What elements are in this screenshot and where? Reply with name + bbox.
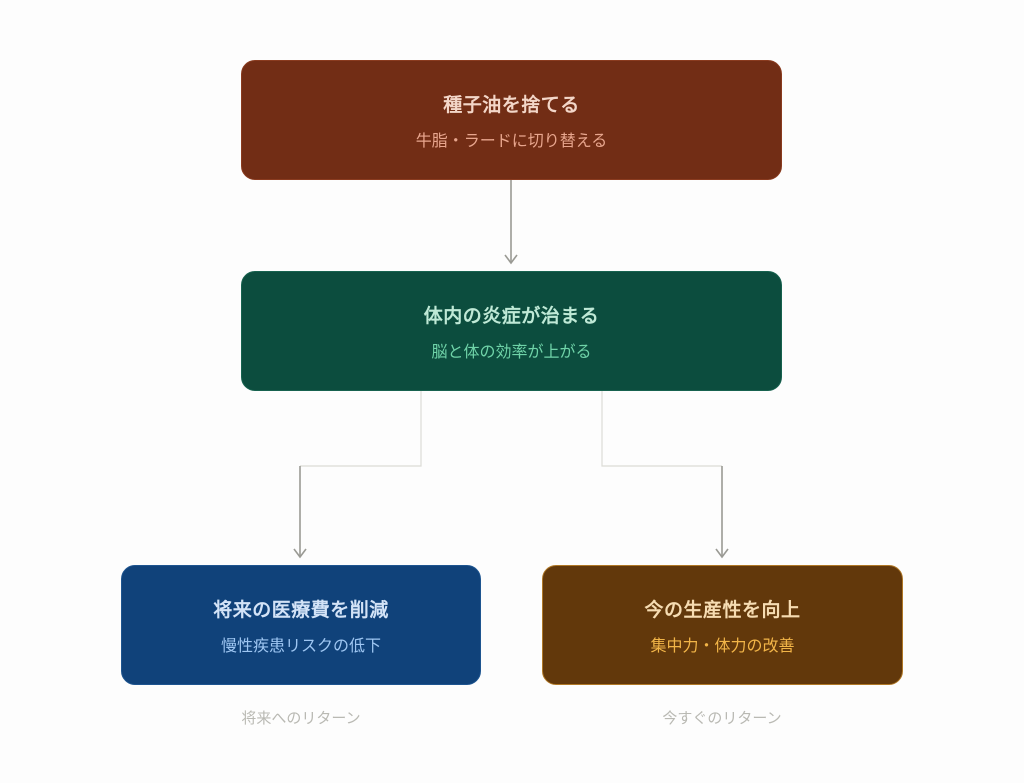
- arrowhead-right: [715, 548, 729, 559]
- node-title: 種子油を捨てる: [443, 93, 580, 116]
- node-subtitle: 慢性疾患リスクの低下: [220, 635, 381, 655]
- arrowhead-middle: [504, 254, 518, 265]
- node-title: 今の生産性を向上: [644, 598, 801, 621]
- caption-future-return: 将来へのリターン: [241, 709, 361, 727]
- edge-middle-to-left-connector: [300, 391, 422, 467]
- node-subtitle: 脳と体の効率が上がる: [431, 341, 592, 361]
- edge-middle-to-right-connector: [601, 391, 722, 467]
- node-improve-productivity[interactable]: 今の生産性を向上 集中力・体力の改善: [542, 565, 903, 685]
- arrowhead-left: [293, 548, 307, 559]
- node-title: 体内の炎症が治まる: [423, 304, 600, 327]
- node-subtitle: 集中力・体力の改善: [650, 635, 795, 655]
- caption-immediate-return: 今すぐのリターン: [662, 709, 782, 727]
- node-inflammation-subsides[interactable]: 体内の炎症が治まる 脳と体の効率が上がる: [241, 271, 782, 391]
- node-discard-seed-oil[interactable]: 種子油を捨てる 牛脂・ラードに切り替える: [241, 60, 782, 180]
- node-reduce-medical-costs[interactable]: 将来の医療費を削減 慢性疾患リスクの低下: [121, 565, 481, 685]
- node-title: 将来の医療費を削減: [213, 598, 389, 621]
- node-subtitle: 牛脂・ラードに切り替える: [415, 130, 608, 150]
